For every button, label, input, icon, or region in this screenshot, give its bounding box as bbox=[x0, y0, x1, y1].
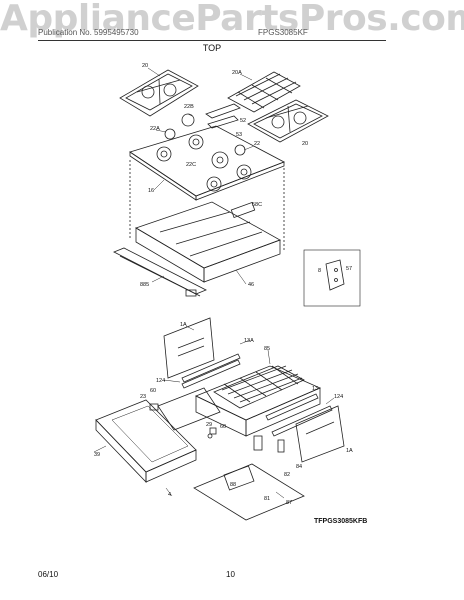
callout-124-left: 124 bbox=[156, 378, 165, 384]
callout-52: 52 bbox=[240, 118, 246, 124]
grate-center bbox=[227, 71, 301, 113]
callout-46: 46 bbox=[248, 282, 254, 288]
callout-20a: 20A bbox=[232, 70, 242, 76]
section-title: TOP bbox=[202, 43, 222, 53]
callout-13: 13 bbox=[312, 386, 318, 392]
callout-53: 53 bbox=[236, 132, 242, 138]
callout-885: 885 bbox=[140, 282, 149, 288]
drawer-bottom-panel bbox=[193, 463, 305, 521]
callout-85: 85 bbox=[264, 346, 270, 352]
burner-caps bbox=[164, 103, 246, 156]
model-series: FPGS3085KF bbox=[258, 28, 308, 37]
callout-87: 87 bbox=[286, 500, 292, 506]
callout-16: 16 bbox=[148, 188, 154, 194]
callout-124-right: 124 bbox=[334, 394, 343, 400]
leader-lines bbox=[93, 67, 335, 499]
grate-left bbox=[119, 69, 199, 117]
publication-number: Publication No. 5995495730 bbox=[38, 28, 139, 37]
watermark-text: AppliancePartsPros.com bbox=[0, 0, 464, 39]
callout-22a: 22A bbox=[150, 126, 160, 132]
callout-labels: 20 20A 22B 22A 52 53 22 20 22C 16 58C 88… bbox=[94, 63, 353, 506]
callout-58c: 58C bbox=[252, 202, 262, 208]
callout-60-right: 60 bbox=[220, 424, 226, 430]
burner-box bbox=[135, 201, 281, 283]
drawer-slide-left bbox=[181, 353, 241, 389]
callout-13a: 13A bbox=[244, 338, 254, 344]
callout-39: 39 bbox=[94, 452, 100, 458]
callout-1a-right: 1A bbox=[346, 448, 353, 454]
small-brackets bbox=[149, 403, 285, 453]
callout-8: 8 bbox=[318, 268, 321, 274]
footer-date: 06/10 bbox=[38, 570, 59, 579]
callout-57: 57 bbox=[346, 266, 352, 272]
burner-box-side-rail bbox=[113, 247, 207, 297]
callout-1a-left: 1A bbox=[180, 322, 187, 328]
callout-81: 81 bbox=[264, 496, 270, 502]
callout-22-top: 22 bbox=[254, 141, 260, 147]
callout-22c: 22C bbox=[186, 162, 196, 168]
cooktop bbox=[129, 125, 285, 201]
page-number: 10 bbox=[226, 570, 235, 579]
grate-right bbox=[247, 99, 329, 143]
drawer-front-panel bbox=[95, 399, 197, 483]
drawer-side-panel-left bbox=[163, 317, 215, 379]
callout-84: 84 bbox=[296, 464, 302, 470]
callout-4: 4 bbox=[168, 492, 171, 498]
callout-20: 20 bbox=[142, 63, 148, 69]
model-number: TFPGS3085KFB bbox=[314, 518, 368, 525]
header-rule bbox=[38, 40, 386, 41]
callout-82: 82 bbox=[284, 472, 290, 478]
drawer-box bbox=[195, 365, 322, 437]
callout-20-right: 20 bbox=[302, 141, 308, 147]
callout-23: 23 bbox=[140, 394, 146, 400]
callout-88: 88 bbox=[230, 482, 236, 488]
detail-inset bbox=[303, 249, 361, 307]
drawer-slide-right bbox=[265, 393, 333, 437]
drawer-side-panel-right bbox=[295, 405, 345, 463]
callout-60-left: 60 bbox=[150, 388, 156, 394]
callout-29: 29 bbox=[206, 422, 212, 428]
drawer-inner-panel bbox=[157, 387, 221, 431]
callout-22b: 22B bbox=[184, 104, 194, 110]
